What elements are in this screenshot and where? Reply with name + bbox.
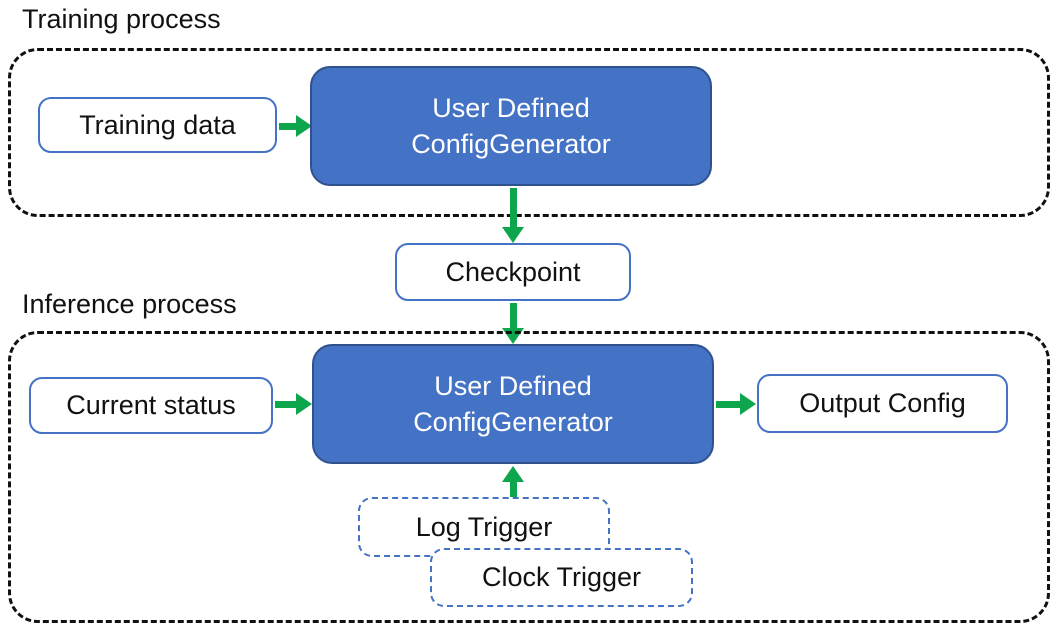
clock-trigger-box: Clock Trigger — [430, 548, 693, 607]
arrow-status-to-generator — [275, 393, 312, 415]
arrow-head-icon — [296, 115, 312, 137]
training-data-box: Training data — [38, 97, 277, 153]
arrow-shaft — [509, 482, 517, 497]
arrow-head-icon — [740, 393, 756, 415]
arrow-head-icon — [502, 466, 524, 482]
generator-label-line1: User Defined — [434, 371, 592, 401]
arrow-shaft — [509, 188, 517, 227]
training-process-label: Training process — [22, 4, 221, 34]
training-section-container — [8, 48, 1050, 217]
generator-label-line2: ConfigGenerator — [411, 129, 611, 159]
current-status-box: Current status — [29, 377, 273, 434]
arrow-generator-to-checkpoint — [502, 188, 524, 243]
inference-config-generator-box: User Defined ConfigGenerator — [312, 344, 714, 464]
generator-label-line2: ConfigGenerator — [413, 407, 613, 437]
generator-label-line1: User Defined — [432, 93, 590, 123]
arrow-trigger-to-generator — [502, 466, 524, 497]
arrow-generator-to-output — [716, 393, 756, 415]
arrow-shaft — [509, 303, 517, 328]
arrow-training-data-to-generator — [279, 115, 312, 137]
arrow-head-icon — [502, 227, 524, 243]
arrow-shaft — [716, 400, 740, 408]
training-config-generator-box: User Defined ConfigGenerator — [310, 66, 712, 186]
arrow-shaft — [275, 400, 296, 408]
arrow-shaft — [279, 122, 296, 130]
checkpoint-box: Checkpoint — [395, 243, 631, 301]
output-config-box: Output Config — [757, 374, 1008, 433]
arrow-head-icon — [296, 393, 312, 415]
inference-process-label: Inference process — [22, 289, 237, 319]
inference-section-container — [8, 331, 1050, 623]
